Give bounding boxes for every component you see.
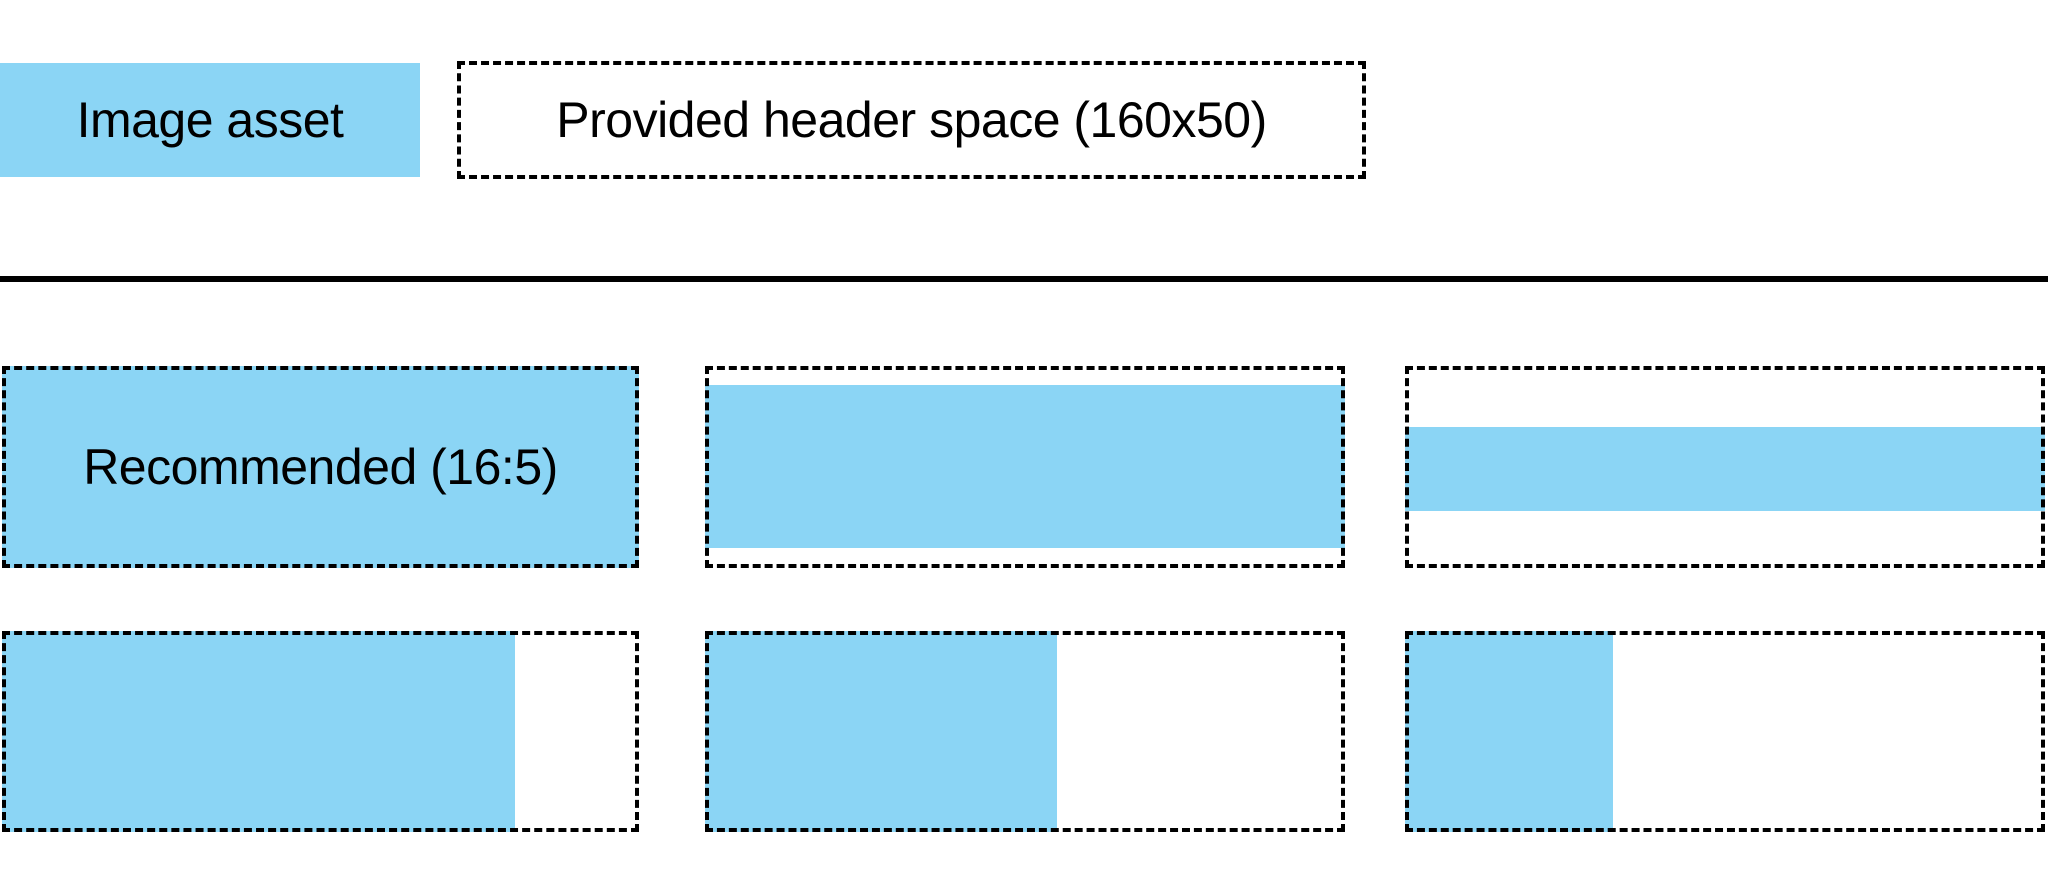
example-cell-letterbox-large bbox=[705, 366, 1345, 568]
legend-header-space-box: Provided header space (160x50) bbox=[457, 61, 1366, 179]
example-cell-recommended: Recommended (16:5) bbox=[2, 366, 639, 568]
example-cell-pillarbox-large bbox=[2, 631, 639, 832]
example-cell-letterbox-small bbox=[1405, 366, 2045, 568]
legend-image-asset-label: Image asset bbox=[76, 92, 344, 148]
section-divider-line bbox=[0, 276, 2048, 282]
image-asset-fill bbox=[705, 631, 1057, 832]
image-asset-fill bbox=[2, 631, 515, 832]
recommended-label: Recommended (16:5) bbox=[83, 439, 558, 495]
image-asset-fill bbox=[705, 385, 1345, 548]
image-asset-fill bbox=[1405, 426, 2045, 512]
recommended-label-wrap: Recommended (16:5) bbox=[2, 366, 639, 568]
example-cell-pillarbox-medium bbox=[705, 631, 1345, 832]
legend-image-asset-swatch: Image asset bbox=[0, 63, 420, 177]
image-asset-fill bbox=[1405, 631, 1613, 832]
image-asset-fill bbox=[2, 366, 639, 568]
example-cell-pillarbox-small bbox=[1405, 631, 2045, 832]
legend-header-space-label: Provided header space (160x50) bbox=[556, 92, 1267, 148]
